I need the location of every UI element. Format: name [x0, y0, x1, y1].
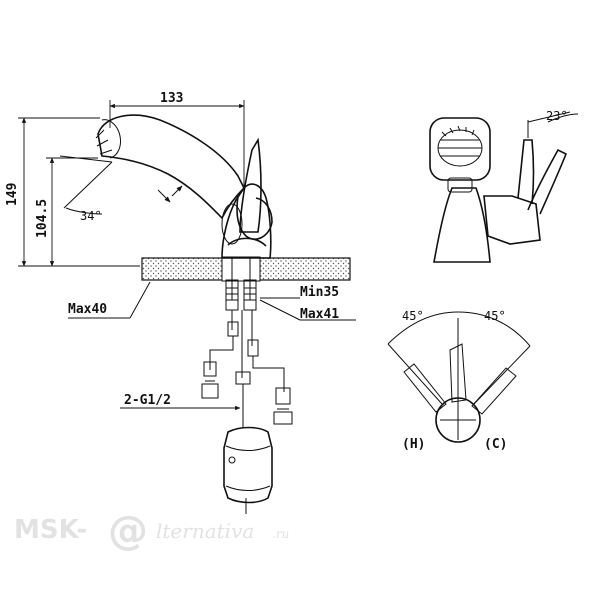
svg-text:.ru: .ru: [272, 527, 289, 541]
front-view: 34° 133 149 104.5 Max40 Min35 Max41: [5, 91, 356, 514]
handle-rotation-view: 45° 45° (H) (C): [387, 309, 531, 452]
mounting-hole: [221, 256, 261, 282]
dim-width-top: 133: [160, 91, 183, 106]
dim-left-angle: 45°: [402, 309, 424, 323]
faucet-body: [221, 183, 272, 259]
dim-height-total: 149: [5, 183, 20, 206]
dim-height-spout: 104.5: [35, 199, 50, 238]
dim-side-angle: 23°: [546, 109, 568, 123]
dim-min-hole: Min35: [300, 285, 339, 300]
side-spray-head: [429, 117, 491, 181]
dim-right-angle: 45°: [484, 309, 506, 323]
lever-handle: [239, 137, 262, 233]
handle-pivot: [435, 397, 481, 443]
label-cold: (C): [484, 437, 507, 452]
dim-connection: 2-G1/2: [124, 393, 171, 408]
spray-head: [97, 114, 245, 220]
side-body: [433, 187, 491, 263]
dim-max-hole: Max41: [300, 307, 339, 322]
side-view: 23°: [429, 109, 579, 263]
counterweight: [223, 426, 273, 514]
supply-hoses: [201, 310, 293, 428]
label-hot: (H): [402, 437, 425, 452]
dim-spout-angle: 34°: [80, 209, 102, 223]
svg-text:MSK-: MSK-: [14, 515, 87, 545]
svg-text:@: @: [108, 508, 148, 554]
svg-text:lternativa: lternativa: [156, 519, 254, 543]
dim-max-deck: Max40: [68, 302, 107, 317]
watermark: MSK- @ lternativa .ru: [14, 508, 289, 554]
